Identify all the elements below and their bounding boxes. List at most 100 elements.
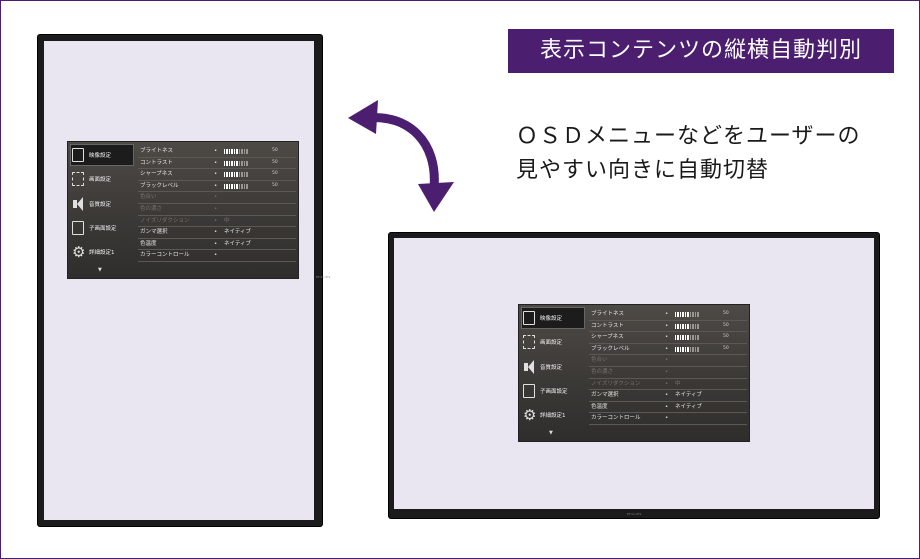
setting-value: 50: [272, 171, 278, 177]
osd-setting-row: ノイズリダクション•中: [138, 216, 296, 228]
osd-tab-label: 詳細設定1: [540, 413, 566, 419]
bullet-icon: •: [665, 345, 669, 352]
osd-tab-3[interactable]: 音質設定: [70, 193, 134, 215]
bullet-icon: •: [214, 229, 218, 236]
bullet-icon: •: [665, 334, 669, 341]
bullet-icon: •: [214, 240, 218, 247]
caption: ＯＳＤメニューなどをユーザーの 見やすい向きに自動切替: [516, 120, 906, 188]
setting-label: ノイズリダクション: [591, 380, 641, 387]
pip-icon: [523, 384, 535, 398]
bullet-icon: •: [665, 415, 669, 422]
setting-label: 色の濃さ: [140, 205, 163, 212]
setting-value: 50: [723, 345, 729, 351]
setting-value: ネイティブ: [224, 240, 252, 247]
setting-value: ネイティブ: [675, 403, 703, 410]
setting-label: コントラスト: [591, 322, 624, 329]
setting-value: ネイティブ: [224, 229, 252, 236]
osd-setting-row[interactable]: 色温度 • ネイティブ: [589, 402, 747, 414]
bullet-icon: •: [665, 368, 669, 375]
osd-tab-4[interactable]: 子画面設定: [70, 217, 134, 239]
osd-setting-row: 色合い •: [138, 192, 296, 204]
osd-tab-label: 子画面設定: [89, 226, 117, 232]
screen-icon: [523, 335, 535, 349]
level-slider[interactable]: [224, 149, 248, 154]
level-slider[interactable]: [675, 346, 699, 352]
setting-label: ガンマ選択: [140, 229, 168, 236]
setting-label: 色温度: [140, 240, 157, 247]
osd-setting-row[interactable]: ブライトネス•50: [589, 309, 747, 321]
osd-tab-3[interactable]: 音質設定: [521, 356, 585, 378]
setting-value: 50: [723, 322, 729, 328]
bullet-icon: •: [214, 159, 218, 166]
bullet-icon: •: [665, 403, 669, 410]
setting-value: 50: [723, 311, 729, 316]
osd-setting-row[interactable]: ガンマ選択 • ネイティブ: [138, 227, 296, 239]
osd-tab-1[interactable]: 映像設定: [521, 307, 585, 329]
level-slider[interactable]: [224, 160, 248, 166]
osd-tab-label: 詳細設定1: [89, 250, 115, 256]
more-down-icon[interactable]: ▼: [549, 430, 553, 436]
osd-setting-row[interactable]: カラーコントロール •: [138, 250, 296, 262]
bullet-icon: •: [665, 392, 669, 399]
setting-label: カラーコントロール: [140, 252, 190, 259]
level-slider[interactable]: [675, 323, 699, 329]
setting-label: 色合い: [140, 194, 157, 201]
osd-tab-label: 子画面設定: [540, 389, 568, 395]
osd-setting-row[interactable]: コントラスト • 50: [138, 158, 296, 170]
osd-setting-row[interactable]: ブラックレベル•50: [589, 344, 747, 356]
setting-label: コントラスト: [140, 159, 173, 166]
level-slider[interactable]: [224, 172, 248, 178]
osd-tab-5[interactable]: ⚙詳細設定1: [521, 404, 585, 426]
bullet-icon: •: [214, 194, 218, 201]
osd-setting-row[interactable]: ブライトネス•50: [138, 146, 296, 158]
more-down-icon[interactable]: ▼: [98, 267, 102, 273]
setting-value: 50: [272, 148, 278, 153]
osd-tab-1[interactable]: 映像設定: [70, 144, 134, 166]
picture-icon: [523, 311, 535, 325]
setting-value: 50: [272, 159, 278, 165]
osd-tab-2[interactable]: 画面設定: [521, 331, 585, 353]
title-banner: 表示コンテンツの縦横自動判別: [508, 29, 894, 73]
osd-setting-row[interactable]: ブラックレベル•50: [138, 181, 296, 193]
brand-logo: PHILIPS: [316, 275, 331, 279]
setting-label: 色合い: [591, 357, 608, 364]
gear-icon: ⚙: [523, 406, 537, 424]
gear-icon: ⚙: [72, 243, 86, 261]
osd-sidebar: 映像設定画面設定音質設定子画面設定 ⚙詳細設定1: [68, 142, 136, 278]
osd-setting-row: ノイズリダクション•中: [589, 379, 747, 391]
osd-tab-label: 音質設定: [89, 202, 112, 208]
bullet-icon: •: [214, 182, 218, 189]
osd-tab-2[interactable]: 画面設定: [70, 168, 134, 190]
osd-tab-label: 映像設定: [540, 316, 563, 322]
osd-setting-row[interactable]: ガンマ選択•ネイティブ: [589, 390, 747, 402]
bullet-icon: •: [214, 252, 218, 259]
screen-icon: [72, 172, 84, 186]
speaker-icon: [523, 360, 535, 374]
osd-setting-row[interactable]: シャープネス•50: [138, 169, 296, 181]
osd-setting-row[interactable]: シャープネス • 50: [589, 332, 747, 344]
osd-setting-row[interactable]: 色温度 • ネイティブ: [138, 239, 296, 251]
setting-value: 50: [723, 334, 729, 340]
osd-tab-label: 音質設定: [540, 365, 563, 371]
level-slider[interactable]: [224, 183, 248, 189]
bullet-icon: •: [665, 311, 669, 317]
setting-label: カラーコントロール: [591, 415, 641, 422]
bullet-icon: •: [665, 357, 669, 364]
setting-label: 色温度: [591, 403, 608, 410]
setting-label: シャープネス: [591, 334, 624, 341]
osd-tab-4[interactable]: 子画面設定: [521, 380, 585, 402]
bullet-icon: •: [214, 171, 218, 178]
setting-label: ガンマ選択: [591, 392, 619, 399]
osd-setting-row: 色合い •: [589, 355, 747, 367]
osd-setting-row[interactable]: カラーコントロール •: [589, 413, 747, 425]
setting-value: 中: [224, 217, 230, 224]
level-slider[interactable]: [675, 335, 699, 341]
bullet-icon: •: [214, 217, 218, 224]
level-slider[interactable]: [675, 312, 699, 317]
osd-setting-row[interactable]: コントラスト•50: [589, 321, 747, 333]
osd-tab-label: 画面設定: [89, 177, 112, 183]
osd-tab-5[interactable]: ⚙詳細設定1: [70, 241, 134, 263]
